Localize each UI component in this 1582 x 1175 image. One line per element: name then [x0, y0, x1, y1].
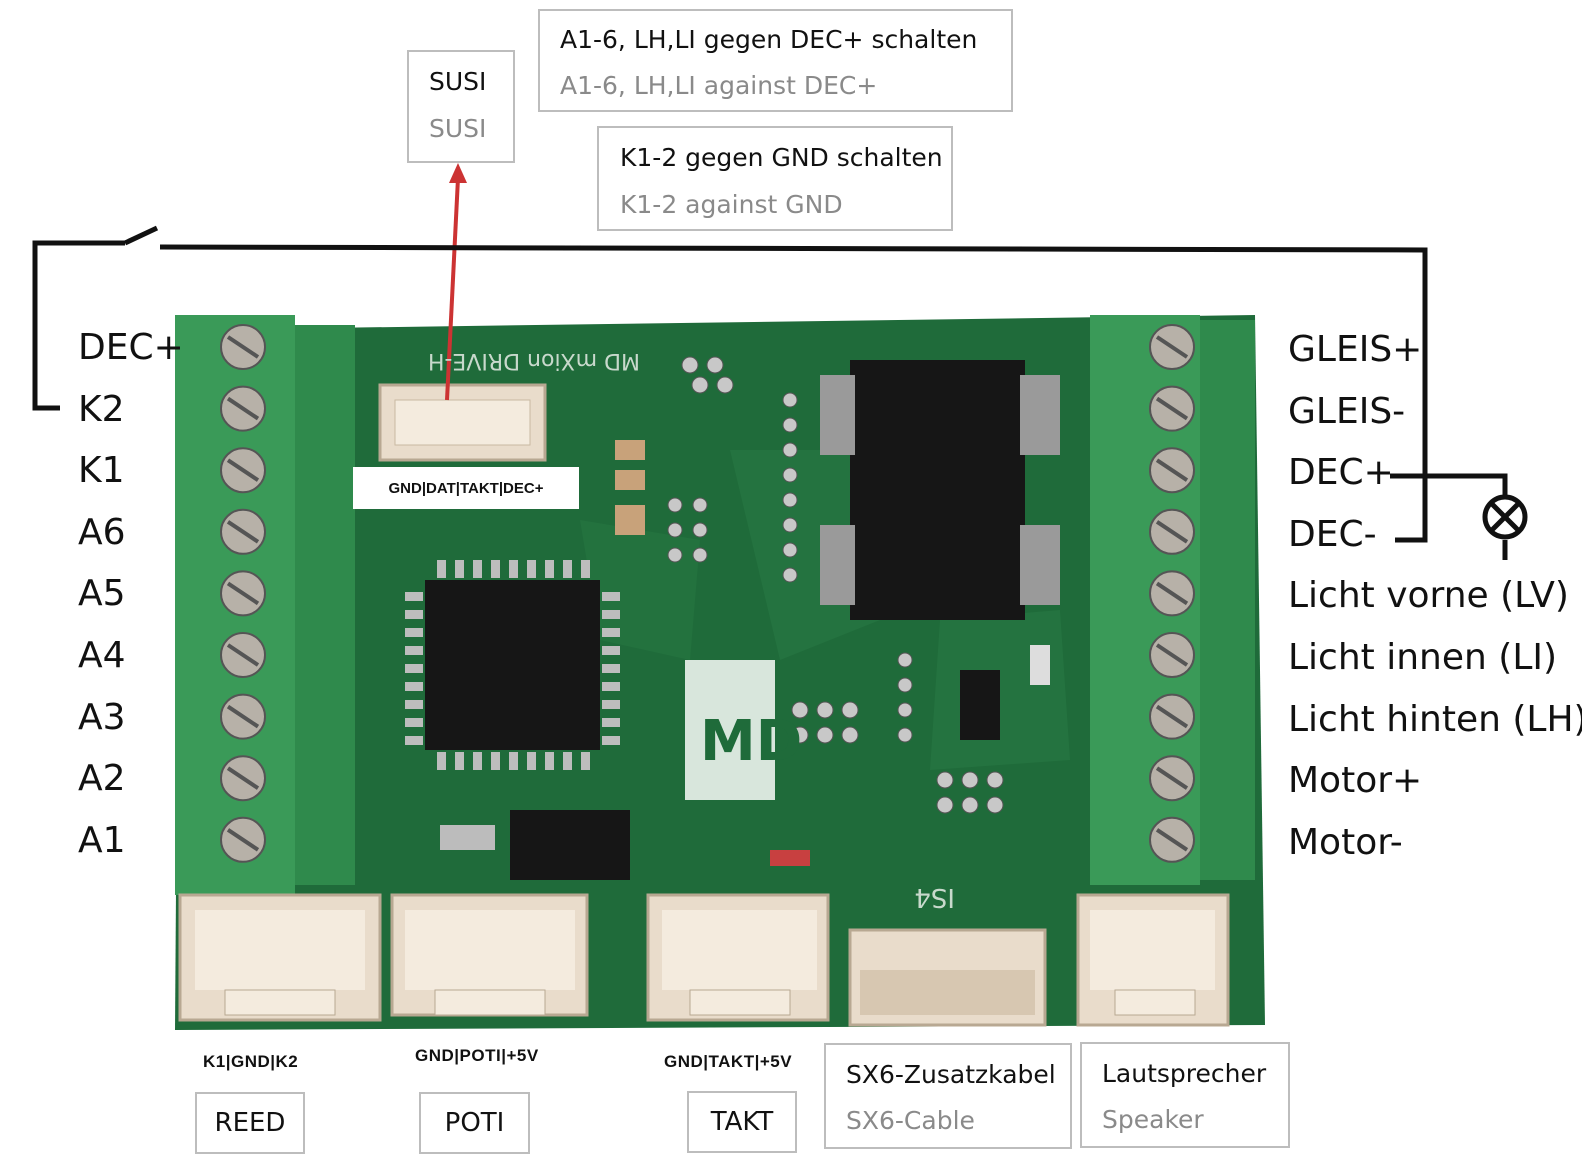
lamp-icon: [1482, 494, 1528, 540]
right-pin-label: Licht vorne (LV): [1288, 575, 1569, 617]
a16-info-box: A1-6, LH,LI gegen DEC+ schalten A1-6, LH…: [538, 9, 1013, 112]
sx6-box: SX6-Zusatzkabel SX6-Cable: [824, 1043, 1072, 1149]
poti-pinout: GND|POTI|+5V: [415, 1046, 539, 1065]
h-bridge-chip: [850, 360, 1025, 620]
left-pin-label: A1: [78, 819, 126, 861]
left-pin-label: A3: [78, 696, 126, 738]
regulator-chip: [510, 810, 630, 880]
left-pin-label: K1: [78, 450, 125, 492]
a16-label-de: A1-6, LH,LI gegen DEC+ schalten: [560, 25, 978, 54]
left-pin-label: A5: [78, 573, 126, 615]
mcu-chip: [425, 580, 600, 750]
sx6-label-de: SX6-Zusatzkabel: [846, 1060, 1056, 1089]
k12-label-en: K1-2 against GND: [620, 190, 843, 219]
susi-label-de: SUSI: [429, 67, 487, 96]
left-pin-label: A2: [78, 758, 126, 800]
right-pin-label: Motor+: [1288, 760, 1423, 802]
k12-info-box: K1-2 gegen GND schalten K1-2 against GND: [597, 126, 953, 231]
left-pin-label: A6: [78, 511, 126, 553]
board-title-silk: MD mXion DRIVE-H: [428, 348, 640, 373]
speaker-label-de: Lautsprecher: [1102, 1059, 1267, 1088]
a16-label-en: A1-6, LH,LI against DEC+: [560, 71, 878, 100]
right-pin-label: GLEIS-: [1288, 390, 1406, 432]
right-pin-label: GLEIS+: [1288, 329, 1423, 370]
right-pin-label: Motor-: [1288, 821, 1403, 863]
susi-box: SUSI SUSI: [407, 50, 515, 163]
reed-pinout: K1|GND|K2: [203, 1052, 299, 1071]
poti-box: POTI: [419, 1092, 530, 1154]
right-pin-label: Licht hinten (LH): [1288, 698, 1582, 740]
right-pin-label: DEC-: [1288, 513, 1377, 555]
right-pin-label: Licht innen (LI): [1288, 637, 1558, 678]
left-pin-label: DEC+: [78, 327, 184, 368]
takt-box: TAKT: [687, 1091, 797, 1153]
right-pin-label: DEC+: [1288, 452, 1394, 494]
k12-label-de: K1-2 gegen GND schalten: [620, 143, 943, 172]
speaker-box: Lautsprecher Speaker: [1080, 1042, 1290, 1148]
susi-pinout-label: GND|DAT|TAKT|DEC+: [353, 467, 579, 509]
reed-box: REED: [195, 1092, 305, 1154]
left-pin-label: K2: [78, 388, 125, 430]
md-logo: [685, 660, 775, 800]
switch-icon: [123, 225, 159, 246]
logo-silk: MD: [700, 709, 802, 774]
takt-pinout: GND|TAKT|+5V: [664, 1052, 793, 1071]
speaker-label-en: Speaker: [1102, 1105, 1204, 1134]
susi-arrow: [445, 177, 460, 401]
left-pin-label: A4: [78, 635, 126, 676]
switch-wire: [32, 240, 125, 411]
is4-silk: IS4: [914, 882, 955, 912]
susi-label-en: SUSI: [429, 114, 487, 143]
sx6-label-en: SX6-Cable: [846, 1106, 975, 1135]
